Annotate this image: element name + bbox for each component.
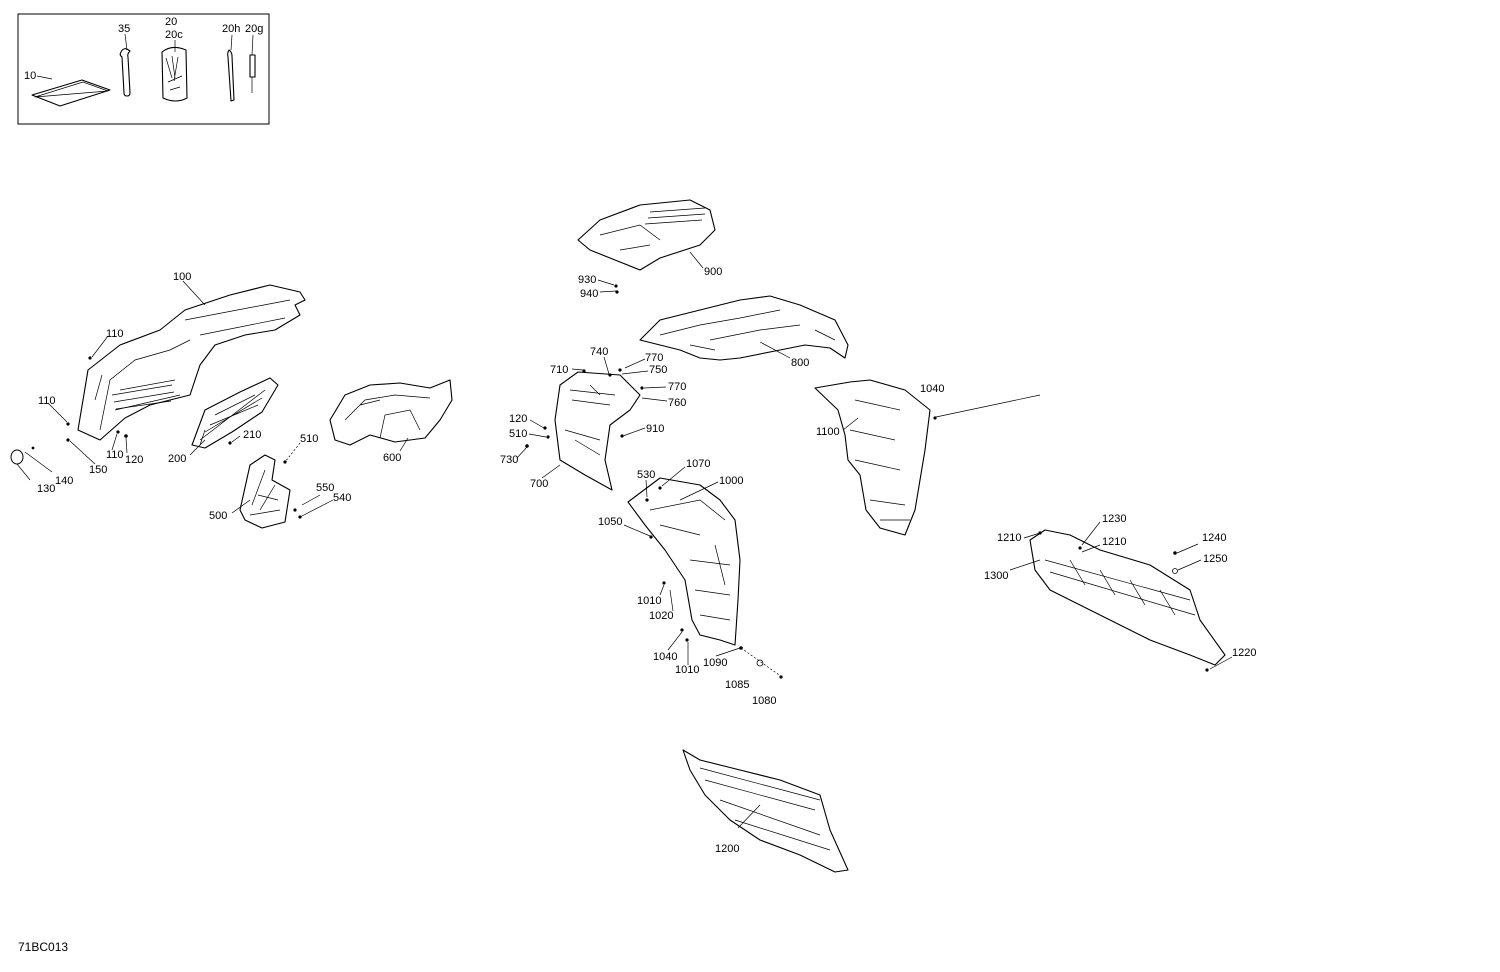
- callout-110: 110: [106, 328, 124, 340]
- bracket-part: [239, 454, 291, 529]
- callout-1300: 1300: [984, 570, 1008, 582]
- step-panel-part: [1029, 529, 1226, 666]
- callout-140: 140: [55, 475, 73, 487]
- callout-label: 35: [118, 23, 130, 35]
- callout-540: 540: [333, 492, 351, 504]
- callout-110: 110: [38, 395, 56, 407]
- callout-130: 130: [37, 483, 55, 495]
- callout-510: 510: [509, 428, 527, 440]
- callout-1020: 1020: [649, 610, 673, 622]
- callout-1040: 1040: [920, 383, 944, 395]
- callout-1230: 1230: [1102, 513, 1126, 525]
- top-cover-part: [577, 199, 716, 271]
- callout-600: 600: [383, 452, 401, 464]
- hood-part: [639, 295, 849, 361]
- callout-930: 930: [578, 274, 596, 286]
- callout-1080: 1080: [752, 695, 776, 707]
- callout-label: 20g: [245, 23, 263, 35]
- callout-550: 550: [316, 482, 334, 494]
- callout-1010: 1010: [675, 664, 699, 676]
- tool-pouch-part: [161, 46, 188, 102]
- side-fender-part: [814, 379, 931, 536]
- grille-part: [191, 377, 279, 449]
- callout-750: 750: [649, 364, 667, 376]
- callout-1050: 1050: [598, 516, 622, 528]
- callout-1210: 1210: [1102, 536, 1126, 548]
- side-panel-part: [627, 477, 741, 646]
- fasteners: [10, 284, 1209, 679]
- front-fascia-part: [77, 284, 306, 441]
- callout-120: 120: [509, 413, 527, 425]
- callout-800: 800: [791, 357, 809, 369]
- callout-label: 20: [165, 16, 177, 28]
- callout-1210: 1210: [997, 532, 1021, 544]
- callout-110: 110: [106, 449, 124, 461]
- figure-code: 71BC013: [18, 940, 68, 954]
- callout-1085: 1085: [725, 679, 749, 691]
- callout-760: 760: [668, 397, 686, 409]
- callout-940: 940: [580, 288, 598, 300]
- callout-label: 10: [24, 70, 36, 82]
- callout-label: 20h: [222, 23, 240, 35]
- callout-1220: 1220: [1232, 647, 1256, 659]
- callout-1000: 1000: [719, 475, 743, 487]
- callout-1090: 1090: [703, 657, 727, 669]
- callout-710: 710: [550, 364, 568, 376]
- inner-panel-part: [329, 379, 453, 446]
- callout-100: 100: [173, 271, 191, 283]
- dash-panel-part: [554, 371, 641, 491]
- callout-1250: 1250: [1203, 553, 1227, 565]
- callout-730: 730: [500, 454, 518, 466]
- callout-1010: 1010: [637, 595, 661, 607]
- tool-kit-inset: 10 35 20 20c 20h 20g: [17, 13, 270, 125]
- callout-770: 770: [668, 381, 686, 393]
- wrench-part: [119, 48, 131, 97]
- callout-500: 500: [209, 510, 227, 522]
- callout-1100: 1100: [816, 426, 840, 438]
- rod-tool-part: [227, 49, 235, 102]
- callout-200: 200: [168, 453, 186, 465]
- callout-210: 210: [243, 429, 261, 441]
- callout-910: 910: [646, 423, 664, 435]
- callout-1200: 1200: [715, 843, 739, 855]
- callout-150: 150: [89, 464, 107, 476]
- callout-770: 770: [645, 352, 663, 364]
- callout-labels: 100 110 110 110 120 130 140 150 200 210 …: [37, 266, 1256, 855]
- leader-lines: [16, 251, 1233, 829]
- callout-740: 740: [590, 346, 608, 358]
- callout-510: 510: [300, 433, 318, 445]
- callout-530: 530: [637, 469, 655, 481]
- callout-1240: 1240: [1202, 532, 1226, 544]
- screwdriver-part: [249, 54, 256, 93]
- callout-1070: 1070: [686, 458, 710, 470]
- rocker-panel-part: [682, 749, 849, 873]
- callout-label: 20c: [165, 29, 183, 41]
- callout-700: 700: [530, 478, 548, 490]
- manual-part: [31, 79, 111, 107]
- callout-120: 120: [125, 454, 143, 466]
- callout-900: 900: [704, 266, 722, 278]
- callout-1040: 1040: [653, 651, 677, 663]
